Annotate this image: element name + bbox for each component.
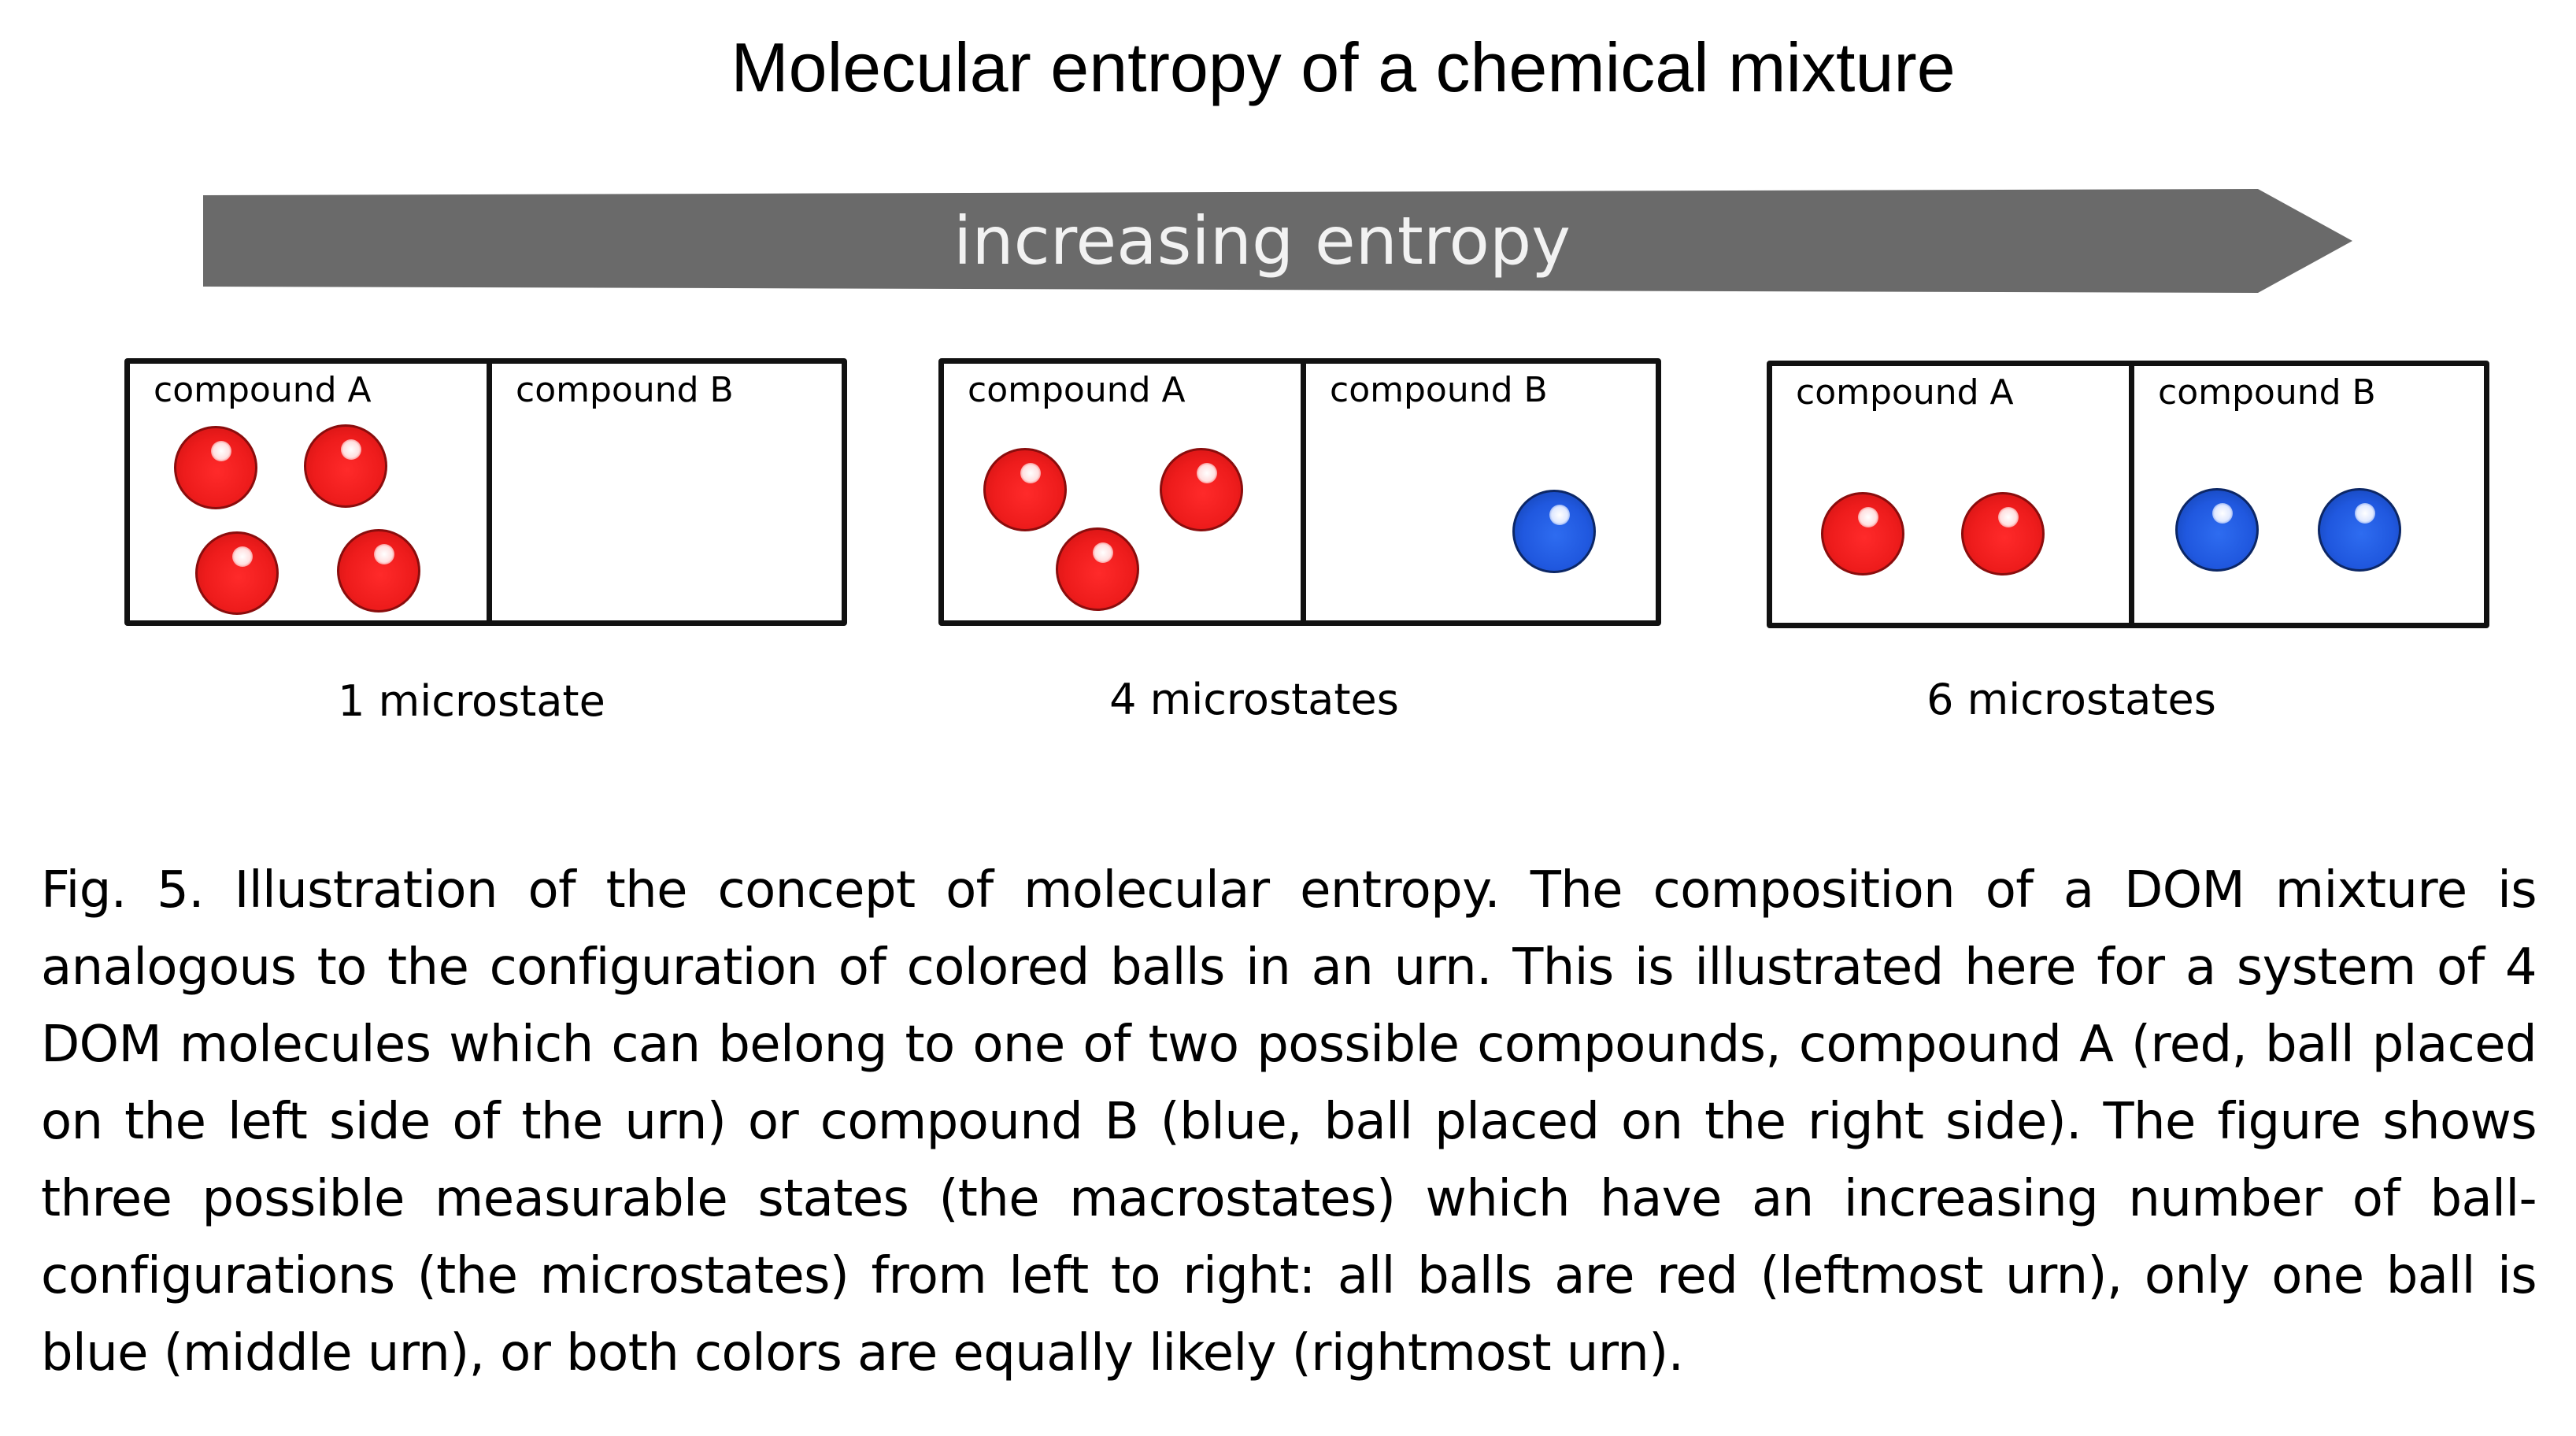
urn-divider: [1301, 364, 1306, 620]
red-ball: [337, 529, 420, 613]
urn-left: compound A compound B: [124, 358, 847, 626]
compound-a-label: compound A: [968, 370, 1186, 410]
red-ball: [983, 448, 1067, 531]
blue-ball: [2175, 488, 2259, 572]
arrow-label: increasing entropy: [953, 202, 1571, 279]
figure-title: Molecular entropy of a chemical mixture: [731, 28, 1956, 106]
red-ball: [195, 531, 279, 615]
compound-a-label: compound A: [154, 370, 372, 410]
compound-b-label: compound B: [1330, 370, 1548, 410]
blue-ball: [1512, 490, 1596, 573]
red-ball: [304, 424, 387, 508]
microstate-count-left: 1 microstate: [338, 676, 605, 726]
compound-a-label: compound A: [1796, 372, 2014, 413]
urn-middle: compound A compound B: [938, 358, 1661, 626]
figure-caption: Fig. 5. Illustration of the concept of m…: [41, 861, 2537, 1382]
increasing-entropy-arrow: increasing entropy: [203, 189, 2352, 293]
red-ball: [1160, 448, 1243, 531]
urn-divider: [2129, 366, 2134, 623]
red-ball: [174, 426, 257, 509]
red-ball: [1961, 492, 2045, 576]
urn-divider: [487, 364, 492, 620]
microstate-count-middle: 4 microstates: [1109, 675, 1399, 724]
compound-b-label: compound B: [2158, 372, 2376, 413]
blue-ball: [2318, 488, 2401, 572]
microstate-count-right: 6 microstates: [1926, 675, 2216, 724]
compound-b-label: compound B: [516, 370, 734, 410]
red-ball: [1821, 492, 1904, 576]
arrow-shape: [203, 189, 2352, 293]
red-ball: [1056, 527, 1139, 611]
urn-right: compound A compound B: [1767, 361, 2489, 628]
